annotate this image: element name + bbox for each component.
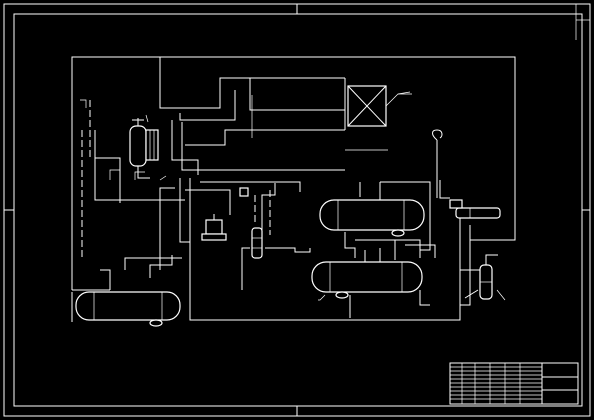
tall-vessel-reactor-icon <box>80 99 159 179</box>
capsule-tank-upper-drum-icon <box>319 199 425 237</box>
leader-line-2 <box>145 114 149 123</box>
vent-hook-icon <box>432 129 443 141</box>
leader-line-3 <box>159 175 167 181</box>
leader-line-1 <box>397 91 411 95</box>
tall-vessel-right-icon <box>479 264 493 300</box>
control-valve-icon <box>239 187 249 197</box>
sheet-frame <box>3 3 591 417</box>
crossed-box-heat-exchanger-icon <box>347 85 412 127</box>
pump-symbol-icon <box>201 214 227 241</box>
dashed-service-lines <box>71 100 271 260</box>
small-exchanger-icon <box>449 199 501 219</box>
title-block <box>449 362 579 405</box>
leader-tags <box>145 91 411 181</box>
main-process-lines <box>71 56 516 321</box>
tall-vessel-separator-icon <box>251 227 263 259</box>
capsule-tank-lower-drum-icon <box>311 261 423 299</box>
capsule-tank-bottom-left-drum-icon <box>71 291 181 327</box>
